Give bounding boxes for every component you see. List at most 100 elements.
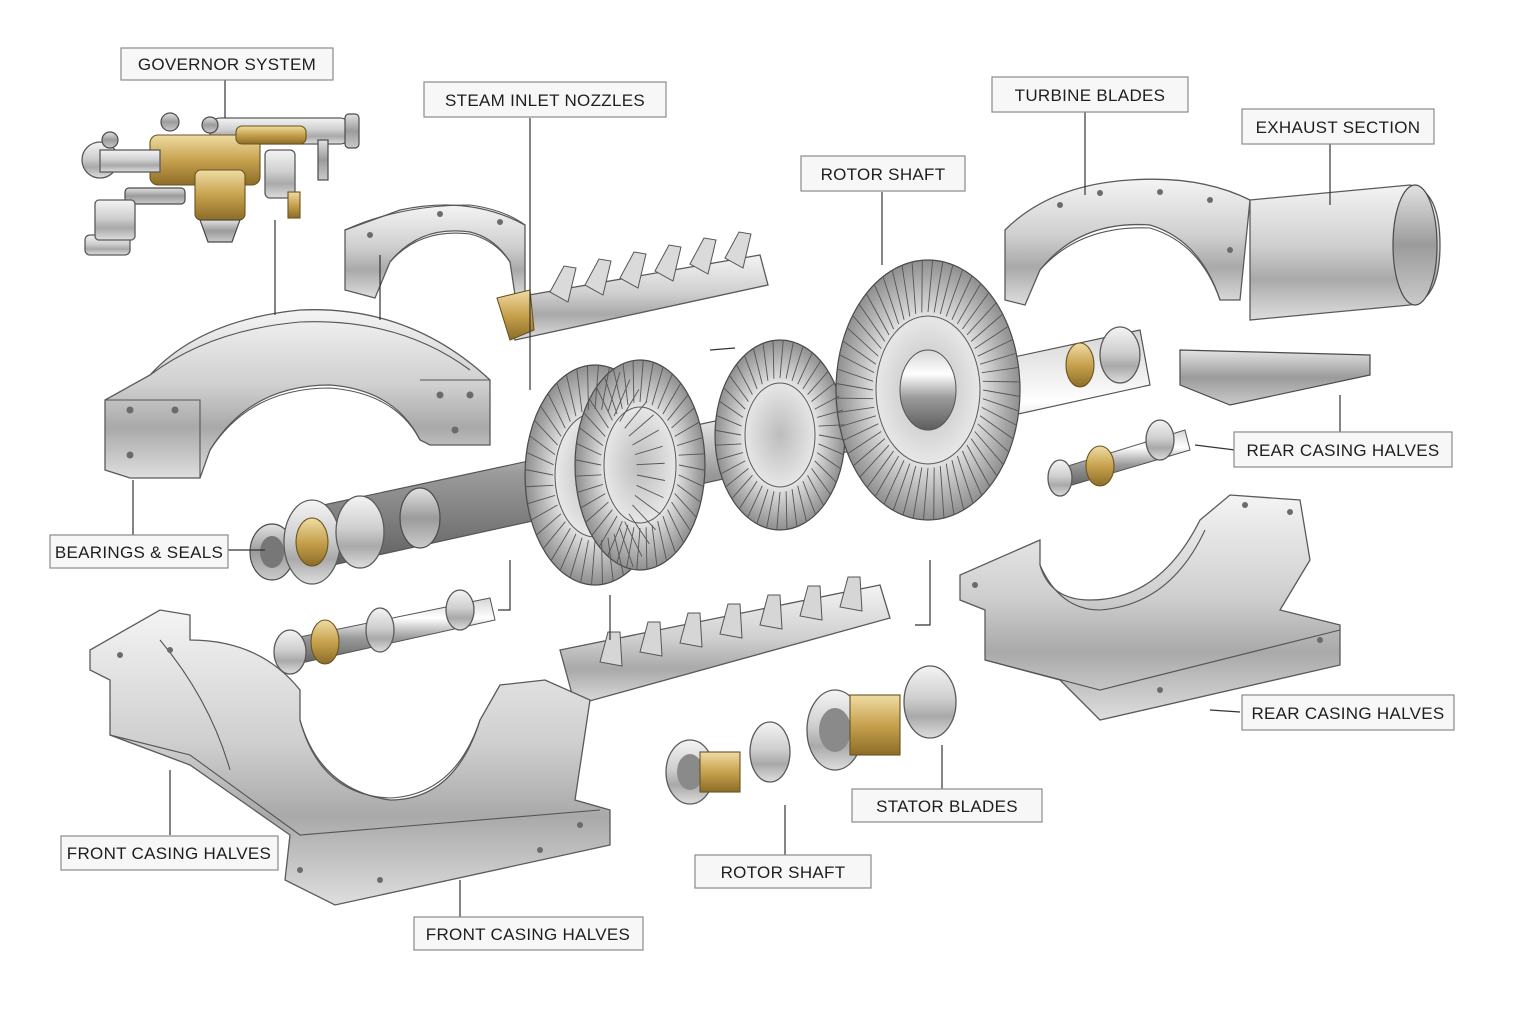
- blade-fin: [657, 373, 673, 410]
- blade-fin: [951, 460, 965, 510]
- turbine-blade-discs: [524, 259, 1021, 586]
- blade-fin: [772, 340, 775, 379]
- blade-fin: [939, 264, 954, 315]
- blade-fin: [970, 438, 998, 477]
- svg-text:REAR CASING HALVES: REAR CASING HALVES: [1246, 441, 1439, 460]
- svg-text:ROTOR SHAFT: ROTOR SHAFT: [721, 863, 846, 882]
- blade-fin: [791, 346, 804, 381]
- blade-fin: [725, 468, 749, 488]
- blade-fin: [839, 415, 877, 428]
- blade-fin: [865, 293, 890, 336]
- blade-fin: [797, 485, 808, 522]
- steam-inlet-nozzle-segment: [496, 231, 769, 341]
- blade-fin: [811, 382, 835, 402]
- label-rotor-shaft-bottom: ROTOR SHAFT: [694, 854, 872, 889]
- blade-fin: [837, 406, 875, 414]
- blade-fin: [547, 393, 566, 429]
- blade-fin: [939, 466, 945, 519]
- blade-fin: [945, 269, 964, 317]
- blade-fin: [970, 313, 1003, 342]
- blade-fin: [802, 480, 816, 515]
- svg-text:REAR CASING HALVES: REAR CASING HALVES: [1251, 704, 1444, 723]
- blade-fin: [624, 400, 648, 429]
- blade-fin: [945, 463, 955, 515]
- blade-fin: [657, 521, 668, 561]
- blade-fin: [807, 475, 825, 506]
- blade-fin: [542, 521, 566, 550]
- blade-fin: [667, 509, 685, 544]
- label-rear-casing-halves-bottom: REAR CASING HALVES: [1241, 694, 1455, 731]
- front-upper-casing-small: [344, 204, 526, 299]
- blade-fin: [839, 354, 875, 374]
- blade-fin: [651, 366, 664, 406]
- blade-fin: [762, 343, 769, 381]
- blade-fin: [583, 412, 606, 437]
- blade-fin: [785, 341, 794, 379]
- blade-fin: [927, 260, 934, 313]
- blade-fin: [678, 453, 705, 456]
- blade-fin: [604, 376, 618, 415]
- blade-fin: [580, 493, 606, 509]
- blade-fin: [632, 360, 635, 403]
- blade-fin: [526, 451, 554, 466]
- blade-fin: [628, 414, 654, 437]
- blade-disc-3: [714, 339, 846, 531]
- label-turbine-blades: TURBINE BLADES: [991, 76, 1189, 113]
- label-rotor-shaft-top: ROTOR SHAFT: [800, 155, 966, 192]
- blade-fin: [636, 462, 665, 466]
- blade-fin: [982, 380, 1020, 383]
- blade-fin: [873, 284, 894, 330]
- blade-fin: [731, 475, 753, 500]
- blade-fin: [671, 407, 695, 429]
- blade-fin: [911, 261, 917, 314]
- blade-disc-2: [574, 359, 706, 571]
- svg-text:FRONT CASING HALVES: FRONT CASING HALVES: [426, 925, 630, 944]
- blade-fin: [966, 302, 997, 336]
- blade-fin: [956, 455, 974, 504]
- blade-fin: [837, 368, 874, 382]
- blade-fin: [882, 276, 900, 325]
- blade-fin: [540, 405, 562, 437]
- blade-fin: [667, 394, 689, 421]
- blade-fin: [729, 375, 749, 402]
- exhaust-section-part: [1004, 178, 1441, 406]
- blade-fin: [892, 463, 911, 511]
- governor-system-part: [81, 112, 360, 256]
- blade-fin: [818, 424, 845, 427]
- blade-fin: [676, 484, 702, 503]
- blade-fin: [797, 352, 813, 385]
- label-governor-system: GOVERNOR SYSTEM: [120, 47, 334, 81]
- blade-fin: [738, 480, 758, 510]
- leader-lines: [132, 80, 1341, 918]
- blade-fin: [979, 352, 1017, 365]
- blade-fin: [569, 537, 583, 578]
- blade-fin: [814, 460, 837, 483]
- blade-fin: [662, 515, 676, 554]
- blade-fin: [982, 398, 1019, 412]
- blade-fin: [922, 467, 929, 520]
- blade-fin: [536, 513, 562, 536]
- blade-fin: [616, 524, 629, 564]
- blade-fin: [933, 261, 944, 313]
- blade-fin: [556, 382, 571, 422]
- label-stator-blades: STATOR BLADES: [851, 788, 1043, 823]
- blade-fin: [565, 374, 577, 417]
- blade-fin: [529, 435, 556, 455]
- blade-fin: [619, 528, 634, 568]
- label-bearings-seals: BEARINGS & SEALS: [49, 534, 229, 569]
- blade-fin: [816, 409, 843, 418]
- blade-fin: [977, 423, 1010, 453]
- blade-fin: [836, 383, 873, 391]
- blade-fin: [977, 339, 1013, 357]
- rear-lower-casing: [959, 494, 1341, 721]
- blade-fin: [530, 504, 558, 521]
- blade-fin: [717, 452, 744, 461]
- label-rear-casing-halves-top: REAR CASING HALVES: [1233, 431, 1453, 468]
- blade-fin: [634, 495, 661, 515]
- blade-fin: [525, 469, 554, 476]
- blade-fin: [883, 460, 905, 505]
- blade-fin: [613, 379, 631, 417]
- blade-fin: [575, 474, 602, 477]
- blade-fin: [559, 533, 577, 571]
- blade-fin: [585, 501, 609, 523]
